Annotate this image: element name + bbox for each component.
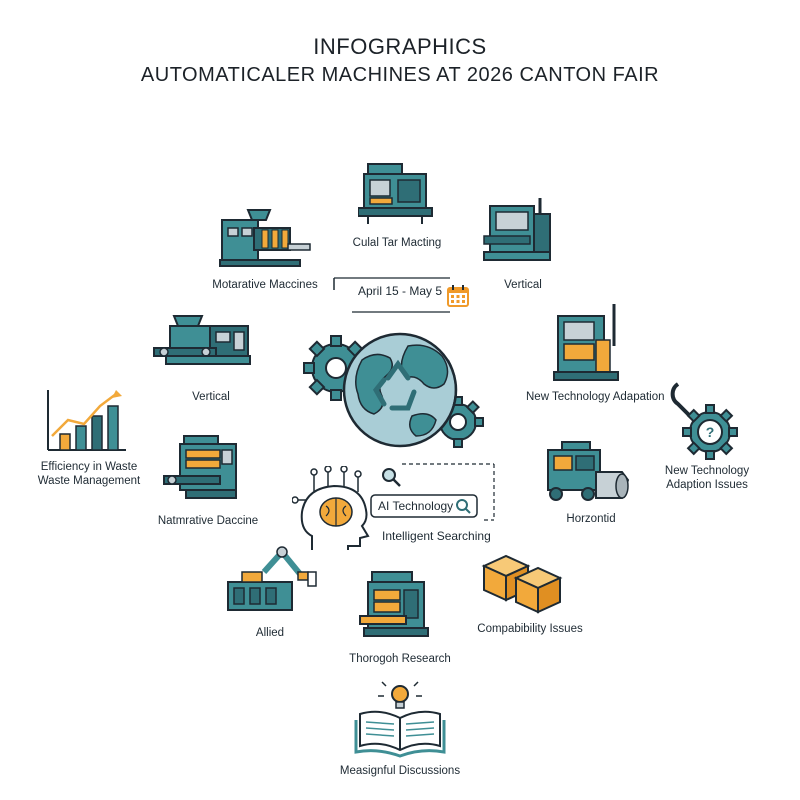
top-machine-icon [358,160,436,226]
top-machine-label: Culal Tar Macting [352,237,442,249]
robot-arm-label: Allied [255,627,285,639]
gear-issue-label-line2: Adaption Issues [666,479,748,491]
book-lightbulb-icon [354,680,446,758]
svg-text:?: ? [706,424,715,440]
top-right-machine-label: Vertical [504,279,542,291]
boxes-icon [476,548,566,614]
top-right-machine-icon [480,196,556,268]
right-machine-label: New Technology Adapation [526,391,665,403]
right-machine-icon [552,302,624,384]
lower-left-machine-label: Natmrative Daccine [157,515,259,527]
search-magnifier-icon [380,466,402,488]
search-box-text: AI Technology [378,499,454,513]
search-connector [372,458,502,538]
top-left-machine-icon [218,206,314,270]
gear-issue-label-line1: New Technology [664,465,750,477]
ai-technology-search-box[interactable] [370,494,478,518]
left-machine-icon [152,312,256,370]
gear-wrench-question-icon: ? [664,380,742,462]
infographic-subtitle: AUTOMATICALER MACHINES AT 2026 CANTON FA… [140,64,660,86]
lower-right-machine-label: Horzontid [566,513,616,525]
calendar-icon [446,284,470,308]
ai-brain-head-icon [292,466,382,556]
chart-label-line1: Efficiency in Waste [40,461,138,473]
left-machine-label: Vertical [192,391,230,403]
chart-label-line2: Waste Management [37,475,141,487]
boxes-label: Compabibility Issues [477,623,583,635]
efficiency-chart-icon [44,386,128,454]
infographic-title: INFOGRAPHICS [313,34,487,59]
search-caption: Intelligent Searching [382,529,491,543]
bottom-machine-label: Thorogoh Research [349,653,451,665]
robot-arm-icon [224,542,320,616]
bottom-machine-icon [356,568,436,644]
date-connector [332,276,482,316]
date-range-text: April 15 - May 5 [358,284,443,298]
book-label: Measignful Discussions [339,765,461,777]
globe-recycle-icon [300,320,490,458]
lower-right-machine-icon [540,436,632,506]
top-left-machine-label: Motarative Maccines [212,279,318,291]
lower-left-machine-icon [162,432,246,506]
